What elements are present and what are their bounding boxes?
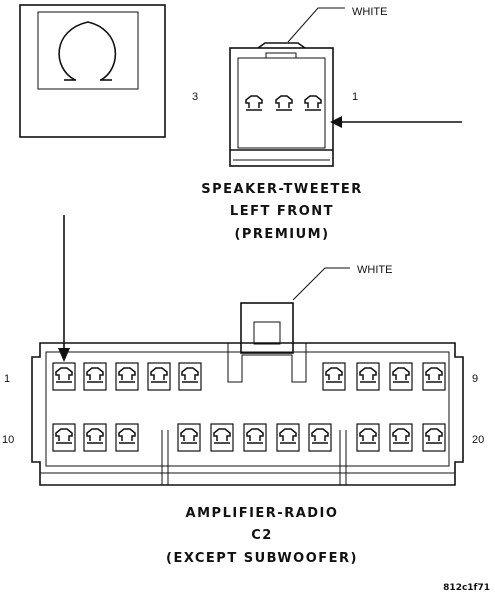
amplifier-caption-line3: (EXCEPT SUBWOOFER) [166, 551, 358, 566]
amplifier-caption-line1: AMPLIFIER-RADIO [186, 506, 339, 521]
speaker-icon-panel [19, 4, 166, 138]
tweeter-pin-1-label: 1 [352, 91, 358, 103]
figure-id: 812c1f71 [443, 583, 490, 593]
amplifier-connector [31, 215, 464, 486]
amplifier-pin-20-label: 20 [472, 434, 484, 446]
amplifier-pin-1-label: 1 [4, 373, 10, 385]
tweeter-caption-line3: (PREMIUM) [234, 227, 329, 242]
speaker-ring-icon [58, 21, 117, 81]
tweeter-pin-3-label: 3 [192, 91, 198, 103]
amplifier-pin-9-label: 9 [472, 373, 478, 385]
tweeter-connector [229, 7, 462, 167]
amplifier-color-label: WHITE [357, 264, 392, 276]
tweeter-caption-line2: LEFT FRONT [230, 204, 334, 219]
amplifier-caption-line2: C2 [251, 528, 273, 543]
amplifier-pin-10-label: 10 [2, 434, 14, 446]
tweeter-color-label: WHITE [352, 6, 387, 18]
tweeter-caption-line1: SPEAKER-TWEETER [201, 182, 363, 197]
